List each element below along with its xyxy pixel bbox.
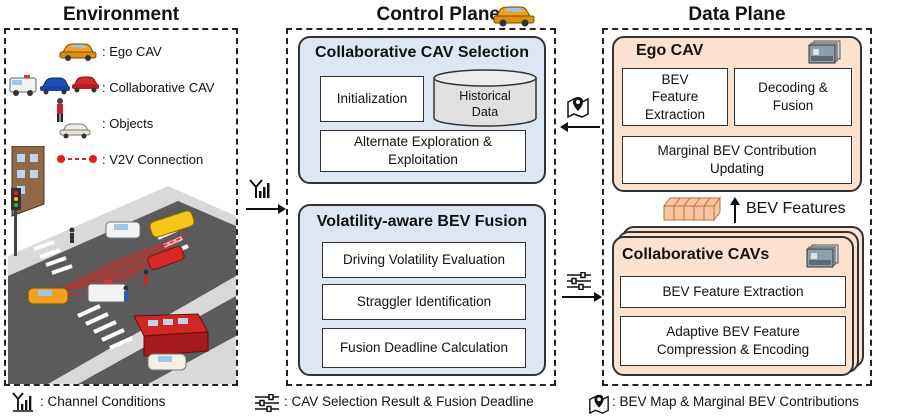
- data-to-control-arrow: [560, 122, 600, 132]
- collaborative-cav-icon: [9, 75, 99, 96]
- marginal-contribution-box: Marginal BEV Contribution Updating: [622, 136, 852, 184]
- cav-selection-result-icon: [567, 272, 591, 290]
- ego-cav-icon: [59, 43, 97, 61]
- control-car-icon: [493, 6, 535, 27]
- channel-conditions-icon: [249, 179, 270, 198]
- legend-v2v-connection: : V2V Connection: [102, 152, 204, 167]
- historical-data-cylinder: [433, 69, 537, 127]
- ego-camera-image-icon: [808, 40, 841, 64]
- control-to-data-arrow: [562, 292, 602, 302]
- volatility-aware-fusion-title: Volatility-aware BEV Fusion: [316, 213, 528, 230]
- fusion-deadline-box: Fusion Deadline Calculation: [322, 328, 526, 368]
- legend-cav-selection-icon: [255, 394, 279, 412]
- bev-map-icon: [567, 97, 589, 118]
- objects-icon: [57, 98, 91, 139]
- historical-data-label: Historical Data: [459, 89, 511, 120]
- driving-volatility-box: Driving Volatility Evaluation: [322, 242, 526, 278]
- data-plane-panel: [602, 28, 872, 386]
- environment-title: Environment: [62, 4, 180, 25]
- collaborative-cav-selection-title: Collaborative CAV Selection: [315, 44, 529, 61]
- ego-bev-feature-extraction-box: BEV Feature Extraction: [622, 68, 728, 126]
- alternate-exploration-box: Alternate Exploration & Exploitation: [320, 130, 526, 172]
- initialization-box: Initialization: [320, 76, 424, 122]
- legend-objects: : Objects: [102, 116, 154, 131]
- v2v-connection-icon: [57, 155, 97, 163]
- ego-cav-title: Ego CAV: [636, 42, 704, 59]
- env-to-control-arrow: [246, 204, 286, 214]
- bev-features-up-arrow: [730, 197, 740, 223]
- legend-channel-conditions: : Channel Conditions: [40, 394, 166, 409]
- legend-channel-icon: [12, 392, 33, 412]
- traffic-scene-illustration: [8, 146, 236, 384]
- bev-features-cube-icon: [663, 196, 721, 222]
- bev-features-label: BEV Features: [746, 200, 846, 217]
- collaborative-cavs-title: Collaborative CAVs: [622, 246, 770, 263]
- collab-bev-feature-extraction-box: BEV Feature Extraction: [620, 276, 846, 308]
- legend-bev-map-icon: [589, 394, 609, 414]
- legend-cav-selection-result: : CAV Selection Result & Fusion Deadline: [284, 394, 534, 409]
- legend-ego-cav: : Ego CAV: [102, 44, 162, 59]
- adaptive-compression-box: Adaptive BEV Feature Compression & Encod…: [620, 316, 846, 366]
- environment-panel: [4, 28, 238, 386]
- collab-camera-image-icon: [806, 244, 839, 268]
- straggler-identification-box: Straggler Identification: [322, 284, 526, 320]
- decoding-fusion-box: Decoding & Fusion: [734, 68, 852, 126]
- control-plane-title: Control Plane: [376, 4, 500, 25]
- legend-bev-map: : BEV Map & Marginal BEV Contributions: [612, 394, 859, 409]
- legend-collaborative-cav: : Collaborative CAV: [102, 80, 215, 95]
- control-plane-panel: [286, 28, 556, 386]
- data-plane-title: Data Plane: [688, 4, 786, 25]
